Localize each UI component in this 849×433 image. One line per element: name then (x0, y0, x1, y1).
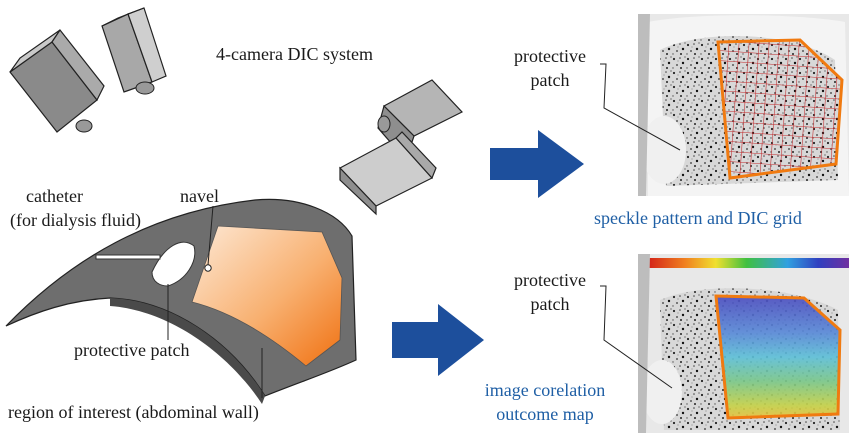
correlation-map-image (638, 254, 849, 433)
arrow-top-icon (490, 130, 584, 198)
patch-label-bottom-1: protective (514, 270, 586, 290)
color-scale-bar (644, 258, 849, 268)
region-of-interest-label: region of interest (abdominal wall) (8, 402, 259, 422)
system-title: 4-camera DIC system (216, 44, 373, 64)
protective-patch-label: protective patch (74, 340, 190, 360)
camera-1-icon (9, 28, 105, 133)
patch-label-top-2: patch (530, 70, 570, 90)
patch-label-top-1: protective (514, 46, 586, 66)
arrow-bottom-icon (392, 304, 484, 376)
camera-4-icon (339, 131, 437, 216)
outcome-caption-1: image corelation (484, 380, 606, 400)
navel-label: navel (180, 186, 219, 206)
catheter-tube (95, 254, 161, 260)
speckle-dic-image (638, 14, 849, 196)
speckle-caption: speckle pattern and DIC grid (594, 208, 802, 228)
roi-orange-region (191, 225, 343, 367)
camera-2-icon (101, 7, 167, 95)
navel-marker (204, 264, 212, 272)
outcome-caption-2: outcome map (496, 404, 594, 424)
leader-lines-right (600, 63, 681, 389)
leader-lines-left (167, 205, 263, 398)
catheter-sublabel: (for dialysis fluid) (10, 210, 141, 230)
protective-patch-shape (151, 241, 196, 287)
patch-label-bottom-2: patch (530, 294, 570, 314)
catheter-label: catheter (26, 186, 83, 206)
